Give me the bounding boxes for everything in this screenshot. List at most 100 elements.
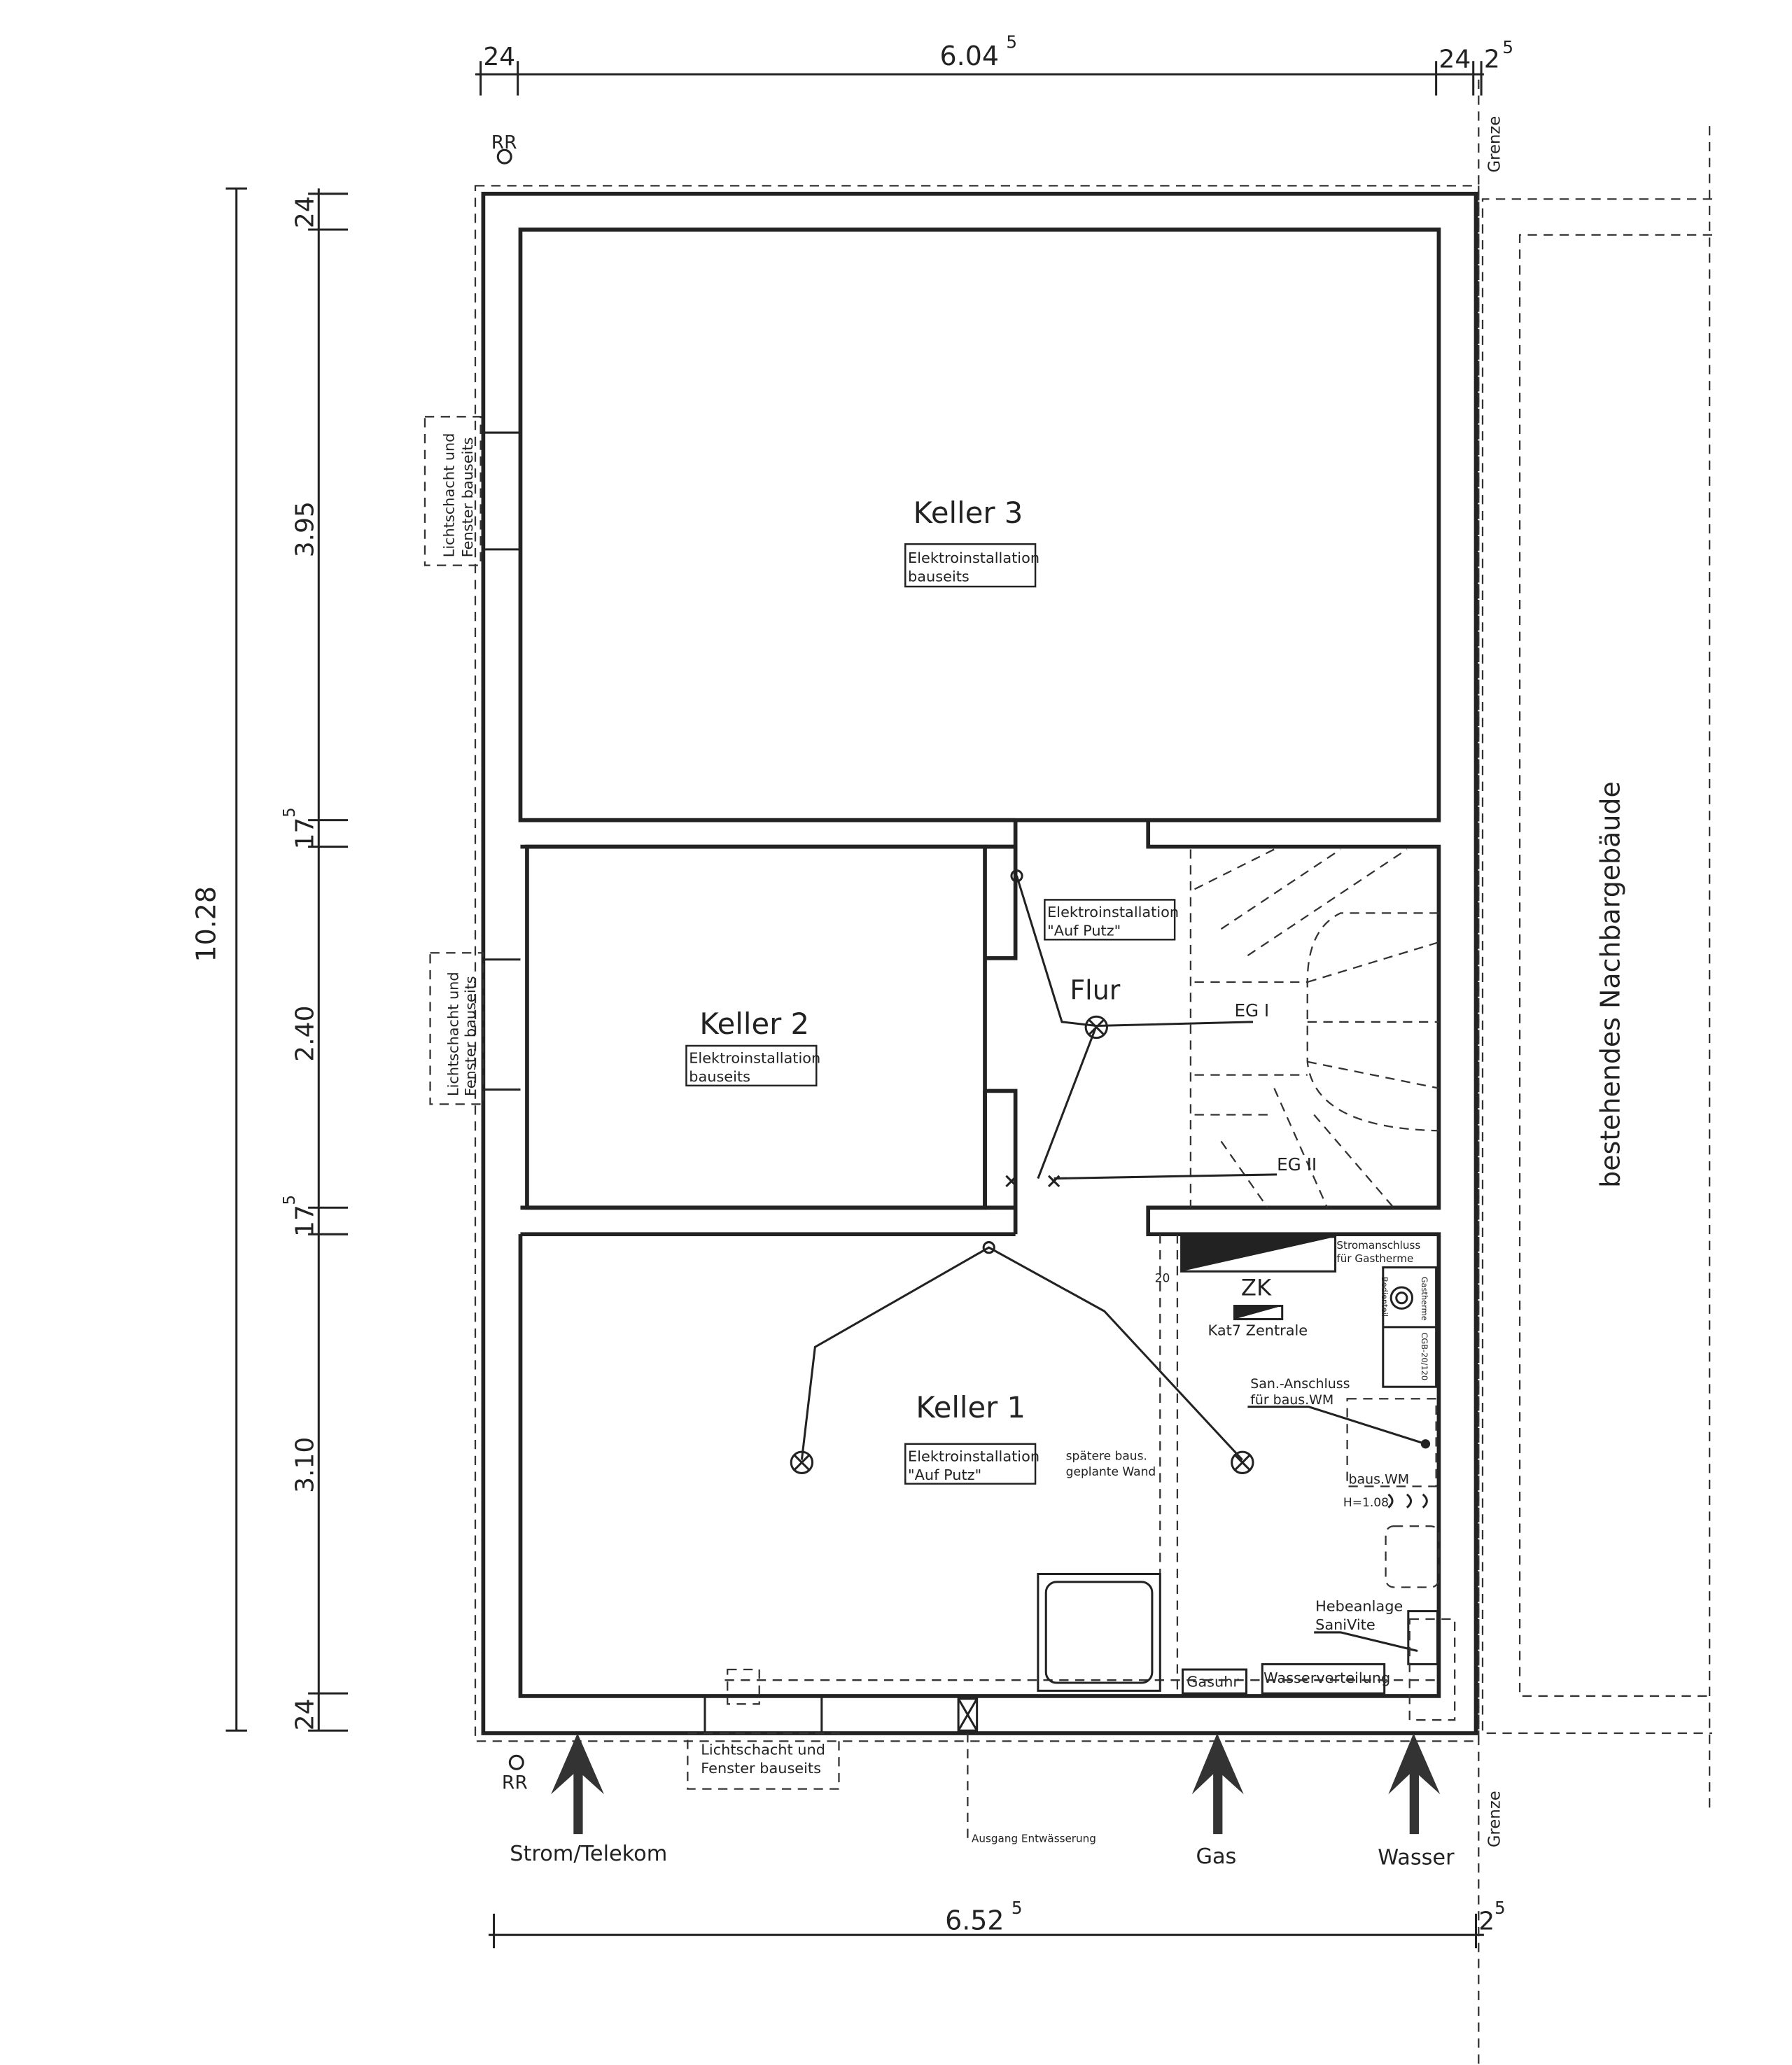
gas-meter — [1181, 1668, 1248, 1695]
eg1-label: EG I — [1234, 1000, 1269, 1021]
washing-machine — [1346, 1398, 1437, 1488]
planned-wall-label: geplante Wand — [1066, 1465, 1156, 1479]
neighbor-label: bestehendes Nachbargebäude — [1595, 781, 1625, 1188]
room-keller3: Keller 3 — [913, 496, 1023, 530]
light-well-label: Lichtschacht und — [444, 972, 461, 1096]
water-distribution-label: Wasserverteilung — [1264, 1670, 1390, 1686]
supply-arrow-icon — [551, 1733, 604, 1835]
eg2-label: EG II — [1277, 1154, 1317, 1175]
light-well-label: Fenster bauseits — [701, 1760, 821, 1777]
gas-boiler: Gastherme CGB-20/120 Bedienteil — [1380, 1266, 1438, 1388]
dim-top-gap: 2 — [1484, 46, 1500, 74]
neighbor-building: bestehendes Nachbargebäude — [1481, 126, 1712, 1812]
lifting-station-label: Hebeanlage — [1315, 1598, 1403, 1615]
light-well-label: Fenster bauseits — [459, 438, 476, 558]
rr-marker-icon — [508, 1754, 524, 1770]
dim-top-total: 6.04 — [940, 41, 999, 71]
drainage-label: Ausgang Entwässerung — [972, 1832, 1096, 1844]
dim-top-gap-sup: 5 — [1502, 37, 1513, 57]
supply-gas: Gas — [1196, 1844, 1236, 1869]
gas-boiler-model: CGB-20/120 — [1420, 1332, 1429, 1380]
light-well-label: Lichtschacht und — [701, 1741, 825, 1758]
rr-marker-icon — [496, 148, 512, 164]
room-note: Elektroinstallation — [1047, 904, 1179, 920]
room-note: bauseits — [908, 568, 969, 584]
dim-top-total-sup: 5 — [1006, 31, 1017, 52]
light-well-2: Lichtschacht und Fenster bauseits — [429, 952, 484, 1105]
room-note: "Auf Putz" — [908, 1466, 981, 1483]
zk-label: ZK — [1241, 1274, 1272, 1301]
staircase — [1189, 848, 1439, 1208]
dim-top-left: 24 — [483, 43, 515, 71]
power-connection-label: für Gastherme — [1336, 1252, 1413, 1265]
gas-boiler-label: Gastherme — [1420, 1277, 1429, 1321]
shower-tray — [1037, 1573, 1161, 1692]
room-keller1: Keller 1 — [916, 1390, 1026, 1424]
gas-meter-label: Gasuhr — [1186, 1674, 1239, 1690]
dim-bottom-total: 6.52 — [945, 1905, 1004, 1936]
wall-thickness-label: 20 — [1155, 1271, 1170, 1285]
dim-left-seg: 17 — [291, 1205, 320, 1237]
washing-machine-label: baus.WM — [1348, 1472, 1409, 1488]
supply-arrow-icon — [1388, 1733, 1441, 1835]
dim-left-seg: 3.95 — [291, 501, 320, 557]
power-connection-label: Stromanschluss — [1336, 1239, 1420, 1252]
note-box — [904, 1443, 1037, 1485]
note-box — [1044, 899, 1176, 941]
sanitary-label: für baus.WM — [1250, 1392, 1334, 1408]
bottom-dimension: 6.52 5 2 5 — [488, 1898, 1506, 1949]
top-dimension: 24 6.04 5 24 2 5 — [475, 31, 1513, 96]
ceiling-light-icon — [1231, 1450, 1254, 1474]
sanitary-label: San.-Anschluss — [1250, 1376, 1350, 1392]
height-label: H=1.08 — [1343, 1496, 1389, 1510]
wiring — [800, 875, 1278, 1461]
water-distribution — [1261, 1662, 1386, 1695]
planned-wall-label: spätere baus. — [1066, 1449, 1147, 1463]
drain-outlet — [957, 1698, 979, 1732]
room-note: Elektroinstallation — [908, 550, 1040, 566]
dim-left-seg: 17 — [291, 818, 320, 850]
main-panel — [1180, 1236, 1337, 1273]
room-note: Elektroinstallation — [908, 1448, 1040, 1464]
kat7-label: Kat7 Zentrale — [1208, 1322, 1308, 1338]
light-well-1: Lichtschacht und Fenster bauseits — [424, 416, 482, 566]
rr-label-bottom: RR — [502, 1772, 528, 1794]
dim-bottom-total-sup: 5 — [1011, 1898, 1023, 1918]
dim-left-seg: 24 — [291, 196, 320, 228]
water-outlet-icon — [1420, 1439, 1431, 1449]
note-box — [685, 1044, 818, 1087]
room-note: bauseits — [689, 1068, 750, 1085]
ceiling-light-icon — [1084, 1015, 1108, 1040]
sink — [1385, 1525, 1440, 1588]
grenze-label-top: Grenze — [1486, 116, 1504, 173]
dim-bottom-gap: 2 — [1478, 1907, 1494, 1936]
dim-left-seg-sup: 5 — [281, 807, 299, 817]
room-note: Elektroinstallation — [689, 1050, 820, 1067]
supply-arrow-icon — [1191, 1733, 1244, 1835]
dim-top-right: 24 — [1438, 46, 1471, 74]
planned-wall: spätere baus. geplante Wand 20 — [1066, 1234, 1179, 1694]
dim-left-total: 10.28 — [190, 886, 221, 962]
light-well-label: Fenster bauseits — [462, 976, 479, 1096]
room-note: "Auf Putz" — [1047, 923, 1121, 939]
dim-bottom-gap-sup: 5 — [1494, 1898, 1506, 1918]
supply-wasser: Wasser — [1378, 1846, 1455, 1870]
dim-left-seg: 24 — [291, 1698, 320, 1730]
room-flur: Flur — [1070, 975, 1120, 1006]
supply-strom: Strom/Telekom — [510, 1842, 667, 1866]
dim-left-seg: 3.10 — [291, 1437, 320, 1493]
ceiling-light-icon — [790, 1450, 814, 1474]
dim-left-seg-sup: 5 — [281, 1195, 299, 1205]
light-well-label: Lichtschacht und — [441, 433, 458, 558]
lifting-station — [1407, 1610, 1439, 1665]
dim-left-seg: 2.40 — [291, 1006, 320, 1062]
lifting-station-label: SaniVite — [1315, 1616, 1376, 1633]
socket-icon — [1387, 1493, 1428, 1508]
building-outline — [474, 185, 1480, 1742]
light-well-3: Lichtschacht und Fenster bauseits — [687, 1732, 840, 1790]
control-panel-label: Bedienteil — [1380, 1277, 1390, 1317]
note-box — [904, 543, 1037, 588]
switch-icon — [982, 869, 1060, 1254]
room-keller2: Keller 2 — [699, 1007, 809, 1041]
